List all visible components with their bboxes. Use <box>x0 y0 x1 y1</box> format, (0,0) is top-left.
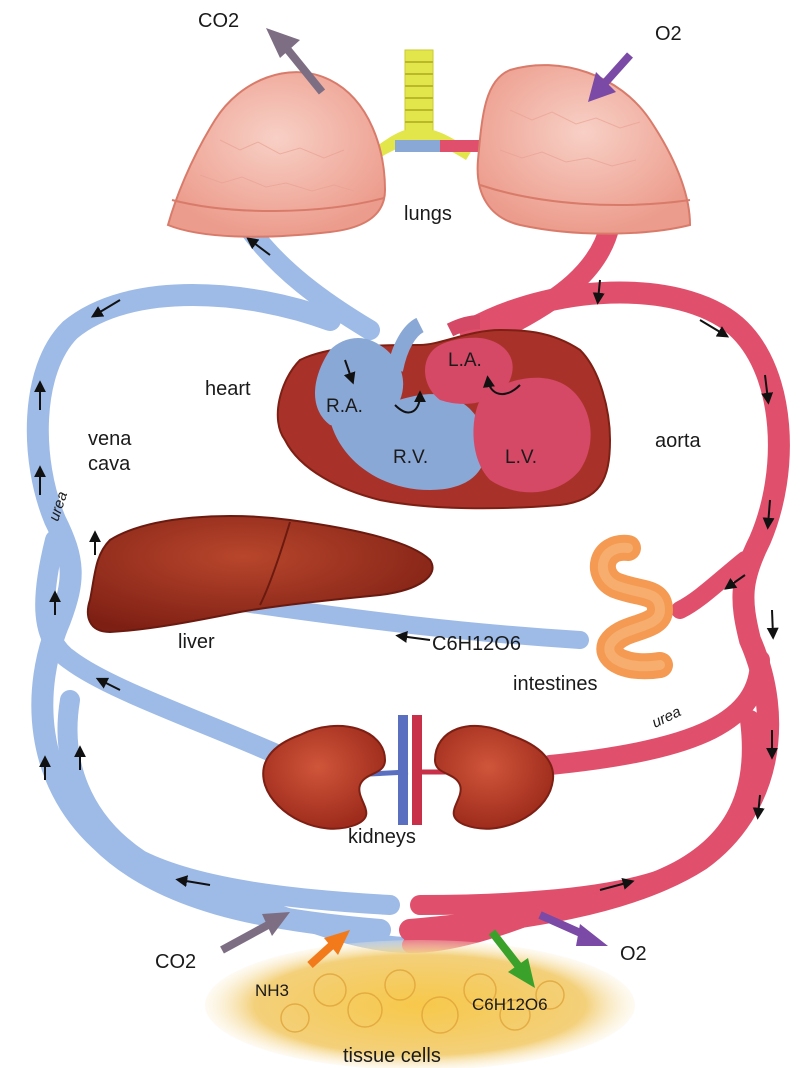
label-intestines: intestines <box>513 673 598 695</box>
label-liver: liver <box>178 631 215 653</box>
label-tissue-cells: tissue cells <box>343 1045 441 1067</box>
label-left-atrium: L.A. <box>448 350 482 371</box>
right-kidney <box>435 726 553 829</box>
intestines <box>603 548 660 667</box>
label-glucose-mid: C6H12O6 <box>432 633 521 655</box>
label-kidneys: kidneys <box>348 826 416 848</box>
pulmonary-vein-vessel <box>500 225 610 330</box>
label-right-atrium: R.A. <box>326 396 363 417</box>
label-o2-bottom: O2 <box>620 943 647 965</box>
kidneys <box>263 715 553 829</box>
label-urea-right: urea <box>649 703 683 731</box>
label-heart: heart <box>205 378 251 400</box>
o2-to-tissue-arrow <box>540 915 608 946</box>
label-co2-top: CO2 <box>198 10 239 32</box>
label-o2-top: O2 <box>655 23 682 45</box>
label-left-ventricle: L.V. <box>505 447 537 468</box>
label-nh3: NH3 <box>255 981 289 1000</box>
label-co2-bottom: CO2 <box>155 951 196 973</box>
left-kidney <box>263 726 385 829</box>
label-aorta: aorta <box>655 430 701 452</box>
label-vena-cava-line1: vena <box>88 428 132 450</box>
left-ventricle <box>473 378 590 493</box>
label-lungs: lungs <box>404 203 452 225</box>
label-vena-cava-line2: cava <box>88 453 131 475</box>
label-glucose-bottom: C6H12O6 <box>472 995 548 1014</box>
right-lung <box>478 65 690 234</box>
label-right-ventricle: R.V. <box>393 447 428 468</box>
left-lung <box>168 72 385 237</box>
